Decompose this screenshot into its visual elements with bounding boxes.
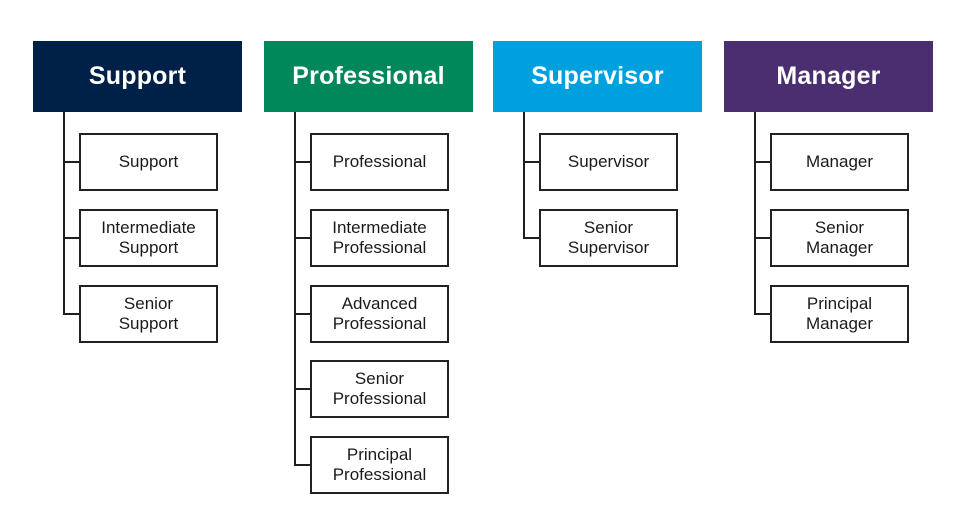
connector-trunk-manager — [754, 112, 756, 315]
role-box-support: Support — [79, 133, 218, 191]
role-box-professional: Professional — [310, 133, 449, 191]
role-box-professional: Principal Professional — [310, 436, 449, 494]
connector-trunk-support — [63, 112, 65, 315]
connector-branch — [523, 237, 539, 239]
role-box-support: Intermediate Support — [79, 209, 218, 267]
connector-trunk-professional — [294, 112, 296, 466]
role-box-supervisor: Senior Supervisor — [539, 209, 678, 267]
connector-branch — [294, 237, 310, 239]
role-box-supervisor: Supervisor — [539, 133, 678, 191]
group-header-manager: Manager — [724, 41, 933, 112]
role-box-professional: Advanced Professional — [310, 285, 449, 343]
group-header-support: Support — [33, 41, 242, 112]
connector-branch — [754, 161, 770, 163]
connector-branch — [63, 313, 79, 315]
role-box-support: Senior Support — [79, 285, 218, 343]
connector-branch — [523, 161, 539, 163]
role-box-manager: Manager — [770, 133, 909, 191]
role-box-professional: Senior Professional — [310, 360, 449, 418]
connector-branch — [294, 388, 310, 390]
connector-branch — [294, 161, 310, 163]
group-header-supervisor: Supervisor — [493, 41, 702, 112]
connector-branch — [754, 237, 770, 239]
connector-branch — [294, 313, 310, 315]
connector-branch — [63, 237, 79, 239]
group-header-professional: Professional — [264, 41, 473, 112]
role-box-manager: Senior Manager — [770, 209, 909, 267]
connector-branch — [63, 161, 79, 163]
connector-branch — [294, 464, 310, 466]
role-box-manager: Principal Manager — [770, 285, 909, 343]
role-box-professional: Intermediate Professional — [310, 209, 449, 267]
connector-trunk-supervisor — [523, 112, 525, 239]
connector-branch — [754, 313, 770, 315]
